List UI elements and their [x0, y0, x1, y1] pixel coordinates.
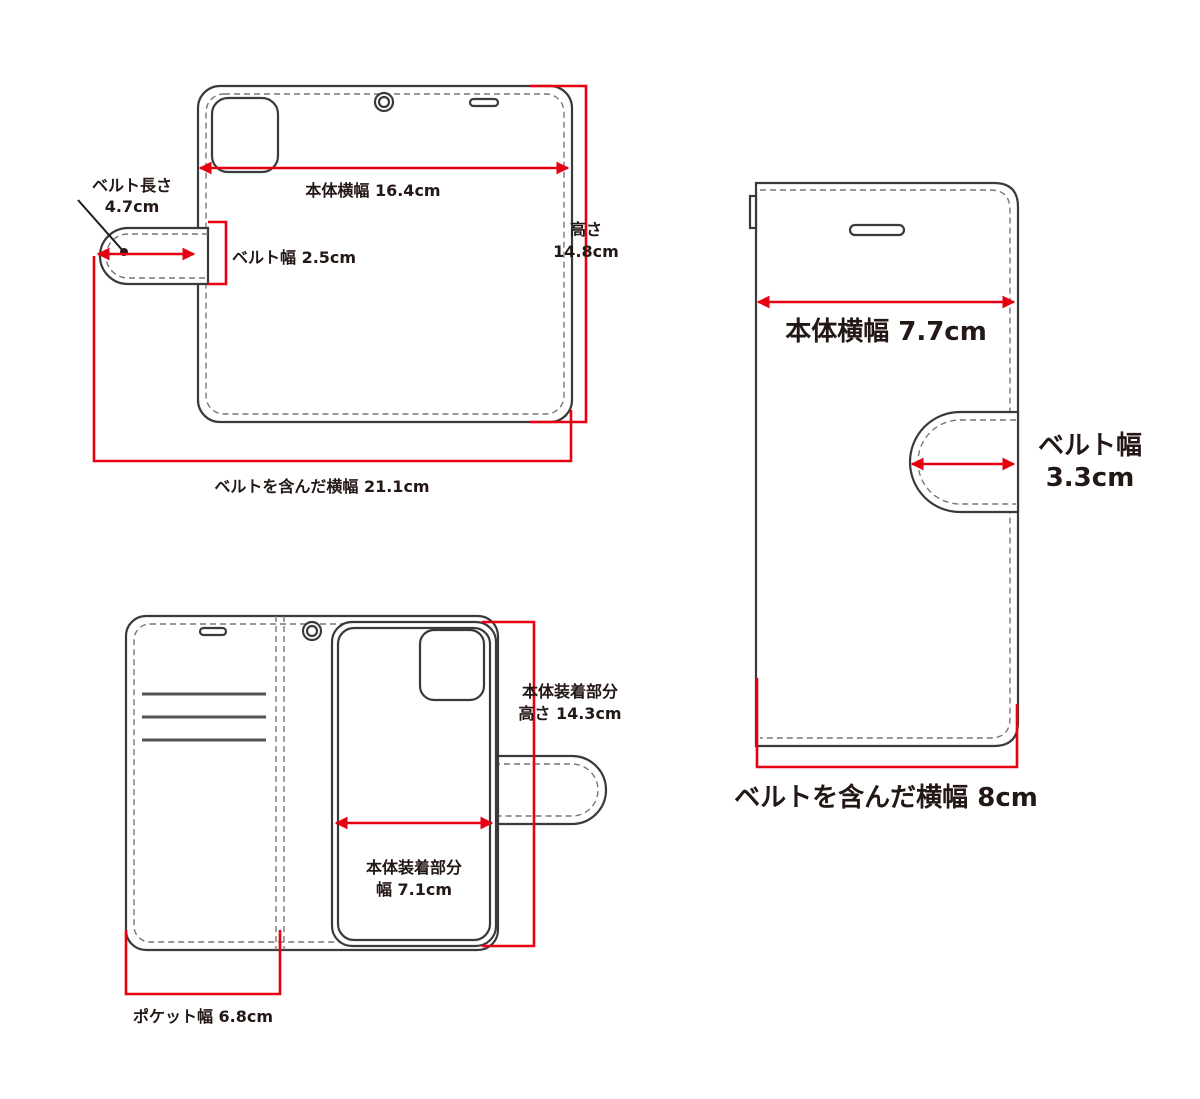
closed-front-view: 本体横幅 7.7cm ベルト幅 3.3cm ベルトを含んだ横幅 8cm: [734, 181, 1142, 813]
open-width-with-belt-bracket: [92, 256, 573, 463]
closed-belt-width-label-2: 3.3cm: [1046, 463, 1135, 493]
belt-length-label-1: ベルト長さ: [92, 176, 172, 195]
closed-belt-width-label-1: ベルト幅: [1038, 431, 1142, 461]
open-back-view: ベルト長さ 4.7cm 本体横幅 16.4cm 高さ 14.8cm ベルト幅 2…: [77, 84, 619, 496]
open-body-width-label: 本体横幅 16.4cm: [305, 181, 440, 200]
open-belt-width-label: ベルト幅 2.5cm: [232, 248, 356, 267]
phone-holder-inner: [336, 626, 492, 942]
phone-holder-outer: [330, 620, 498, 948]
inside-strap-hole: [301, 620, 323, 642]
open-height-label-2: 14.8cm: [553, 242, 619, 261]
closed-case-stitch: [760, 189, 1011, 739]
belt-shape: [98, 226, 210, 286]
inside-speaker-slot: [198, 626, 228, 637]
belt-width-bracket: [208, 220, 228, 286]
pocket-width-label: ポケット幅 6.8cm: [133, 1007, 273, 1026]
belt-length-label-2: 4.7cm: [105, 197, 160, 216]
strap-hole: [373, 91, 395, 113]
mount-height-label-1: 本体装着部分: [522, 682, 618, 701]
open-height-bracket: [530, 84, 588, 424]
mount-width-label-1: 本体装着部分: [366, 858, 462, 877]
closed-width-with-belt-label: ベルトを含んだ横幅 8cm: [734, 782, 1038, 813]
mount-height-label-2: 高さ 14.3cm: [518, 704, 621, 723]
mount-height-bracket: [482, 620, 536, 948]
open-inside-view: 本体装着部分 高さ 14.3cm 本体装着部分 幅 7.1cm ポケット幅 6.…: [124, 614, 622, 1026]
inside-belt-stitch: [494, 763, 599, 817]
mount-width-label-2: 幅 7.1cm: [376, 880, 452, 899]
holder-camera-cutout: [418, 628, 486, 702]
camera-cutout: [210, 96, 280, 174]
inside-belt-shape: [492, 754, 608, 826]
closed-body-width-label: 本体横幅 7.7cm: [785, 317, 987, 347]
open-height-label-1: 高さ: [570, 220, 602, 239]
open-width-with-belt-label: ベルトを含んだ横幅 21.1cm: [214, 477, 429, 496]
closed-belt-shape: [908, 410, 1020, 514]
pocket-width-bracket: [124, 930, 282, 996]
closed-width-with-belt-bracket: [755, 678, 1019, 769]
closed-speaker-slot: [848, 223, 906, 237]
speaker-slot: [468, 97, 500, 108]
spine-tab: [748, 194, 758, 230]
